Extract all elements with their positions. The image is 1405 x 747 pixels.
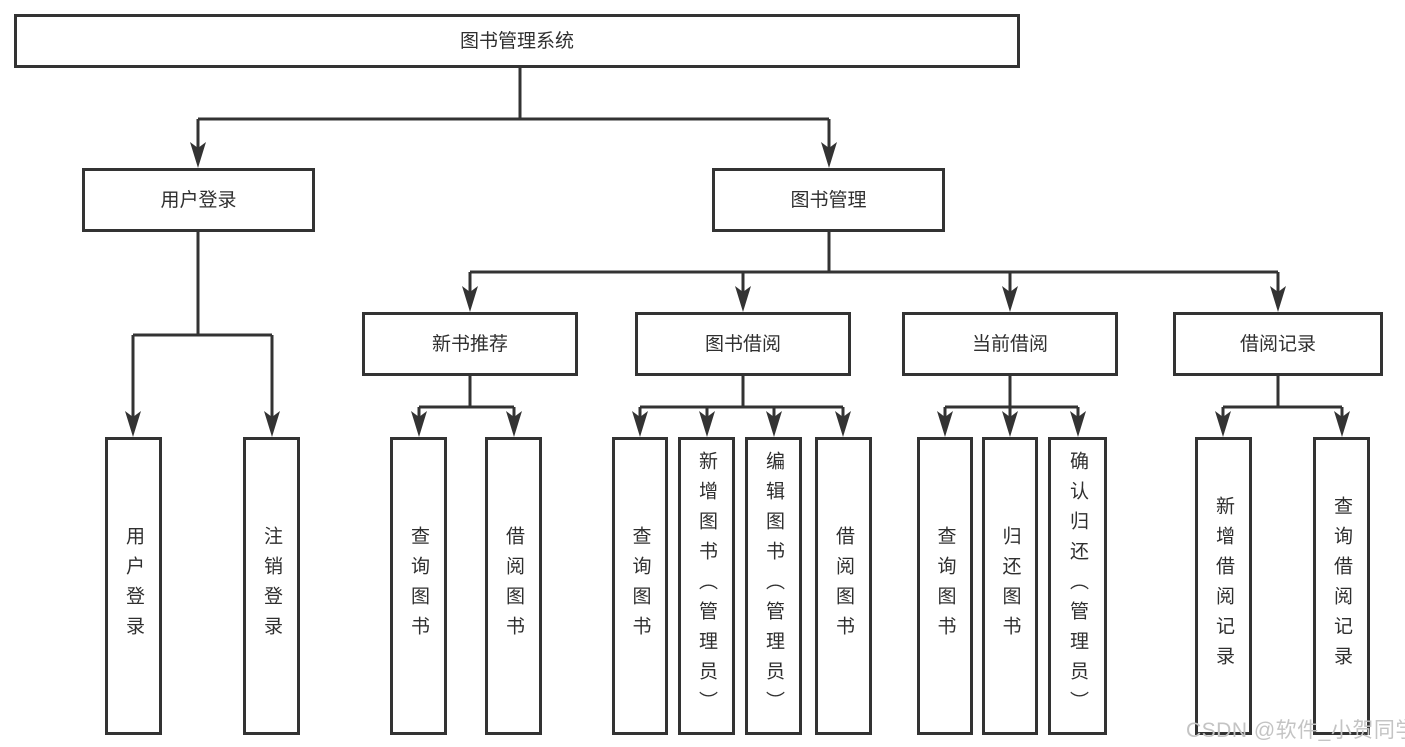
- leaf-bb-edit-books-admin-label: 编辑图书（管理员）: [763, 451, 784, 721]
- leaf-logout-label: 注销登录: [261, 526, 282, 646]
- leaf-user-login-label: 用户登录: [123, 526, 144, 646]
- leaf-nb-borrow-books-label: 借阅图书: [503, 526, 524, 646]
- leaf-cb-confirm-return-admin: 确认归还（管理员）: [1048, 437, 1107, 735]
- node-user-login-module: 用户登录: [82, 168, 315, 232]
- leaf-cb-query-books: 查询图书: [917, 437, 973, 735]
- leaf-cb-return-books: 归还图书: [982, 437, 1038, 735]
- node-book-borrowing-label: 图书借阅: [704, 333, 781, 355]
- node-new-book-recommend-label: 新书推荐: [431, 333, 508, 355]
- node-borrowing-records-label: 借阅记录: [1239, 333, 1316, 355]
- leaf-br-add-record: 新增借阅记录: [1195, 437, 1252, 735]
- leaf-nb-borrow-books: 借阅图书: [485, 437, 542, 735]
- leaf-nb-query-books-label: 查询图书: [408, 526, 429, 646]
- leaf-br-query-record: 查询借阅记录: [1313, 437, 1370, 735]
- leaf-bb-add-books-admin-label: 新增图书（管理员）: [696, 451, 717, 721]
- leaf-br-add-record-label: 新增借阅记录: [1213, 496, 1234, 676]
- leaf-br-query-record-label: 查询借阅记录: [1331, 496, 1352, 676]
- node-system-root: 图书管理系统: [14, 14, 1020, 68]
- node-system-root-label: 图书管理系统: [459, 30, 574, 52]
- leaf-bb-query-books-label: 查询图书: [629, 526, 651, 646]
- leaf-bb-edit-books-admin: 编辑图书（管理员）: [745, 437, 802, 735]
- node-user-login-module-label: 用户登录: [160, 189, 237, 211]
- leaf-bb-borrow-books: 借阅图书: [815, 437, 872, 735]
- node-book-borrowing: 图书借阅: [635, 312, 851, 376]
- leaf-bb-query-books: 查询图书: [612, 437, 668, 735]
- leaf-logout: 注销登录: [243, 437, 300, 735]
- node-current-borrowing-label: 当前借阅: [971, 333, 1048, 355]
- node-book-management-module: 图书管理: [712, 168, 945, 232]
- leaf-nb-query-books: 查询图书: [390, 437, 447, 735]
- leaf-user-login: 用户登录: [105, 437, 162, 735]
- node-book-management-module-label: 图书管理: [790, 189, 867, 211]
- leaf-cb-confirm-return-admin-label: 确认归还（管理员）: [1067, 451, 1088, 721]
- leaf-cb-return-books-label: 归还图书: [999, 526, 1021, 646]
- csdn-watermark: CSDN @软件_小贺同学: [1186, 719, 1405, 742]
- leaf-bb-add-books-admin: 新增图书（管理员）: [678, 437, 735, 735]
- node-borrowing-records: 借阅记录: [1173, 312, 1383, 376]
- leaf-bb-borrow-books-label: 借阅图书: [833, 526, 854, 646]
- node-new-book-recommend: 新书推荐: [362, 312, 578, 376]
- node-current-borrowing: 当前借阅: [902, 312, 1118, 376]
- leaf-cb-query-books-label: 查询图书: [934, 526, 956, 646]
